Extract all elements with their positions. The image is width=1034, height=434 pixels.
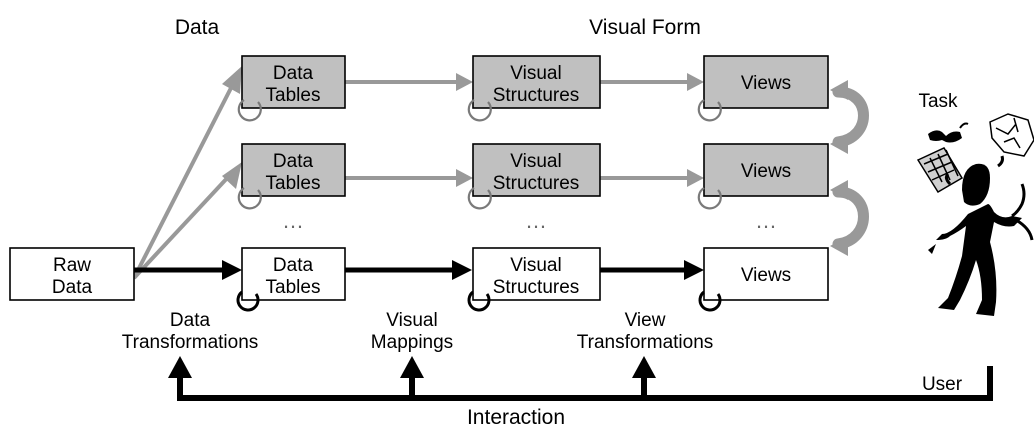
view-transformations-label-line1: View <box>625 310 666 331</box>
visual-structures-label-line1: Visual <box>510 255 561 276</box>
visual-structures-box: Visual Structures <box>472 55 601 109</box>
visual-structures-label-line2: Structures <box>493 277 580 298</box>
task-clipart-icon <box>916 113 1034 194</box>
data-tables-label-line1: Data <box>273 63 314 84</box>
data-tables-label-line2: Tables <box>266 85 321 106</box>
data-tables-label-line1: Data <box>273 255 314 276</box>
ellipsis-data-tables: … <box>282 208 304 233</box>
data-header: Data <box>175 16 220 39</box>
visual-form-header: Visual Form <box>589 16 701 39</box>
black-pipeline-arrows <box>134 260 704 280</box>
visual-mappings-label-line1: Visual <box>386 310 437 331</box>
ellipsis-visual-structures: … <box>525 208 547 233</box>
interaction-label: Interaction <box>467 406 565 429</box>
task-label: Task <box>918 91 958 112</box>
raw-data-box: Raw Data <box>9 247 135 301</box>
self-loop-icons-black <box>236 290 722 312</box>
self-loop-icons-gray <box>237 99 722 210</box>
visual-mappings-label-line2: Mappings <box>371 332 453 353</box>
interaction-feedback-loop <box>168 356 993 401</box>
view-transformations-label-line2: Transformations <box>577 332 714 353</box>
raw-data-label-line1: Raw <box>53 255 91 276</box>
ellipsis-views: … <box>755 208 777 233</box>
user-label: User <box>922 374 963 395</box>
visual-structures-label-line1: Visual <box>510 151 561 172</box>
gray-pipeline-arrows <box>345 73 704 187</box>
visual-structures-label-line2: Structures <box>493 173 580 194</box>
data-tables-box: Data Tables <box>241 143 346 197</box>
data-tables-label-line1: Data <box>273 151 314 172</box>
raw-data-fan-arrows <box>132 66 242 280</box>
data-transformations-label-line2: Transformations <box>122 332 259 353</box>
data-tables-label-line2: Tables <box>266 173 321 194</box>
views-box: Views <box>703 143 829 197</box>
visual-structures-box: Visual Structures <box>472 143 601 197</box>
data-transformations-label-line1: Data <box>170 310 211 331</box>
raw-data-label-line2: Data <box>52 277 93 298</box>
data-tables-label-line2: Tables <box>266 277 321 298</box>
user-figure-icon <box>928 155 1034 316</box>
views-label: Views <box>741 73 791 94</box>
data-tables-box: Data Tables <box>241 55 346 109</box>
visual-structures-label-line1: Visual <box>510 63 561 84</box>
views-box: Views <box>703 55 829 109</box>
views-label: Views <box>741 265 791 286</box>
curved-swap-arrows <box>830 80 869 256</box>
views-box: Views <box>703 247 829 301</box>
views-label: Views <box>741 161 791 182</box>
visual-structures-box: Visual Structures <box>472 247 601 301</box>
visual-structures-label-line2: Structures <box>493 85 580 106</box>
data-tables-box: Data Tables <box>241 247 346 301</box>
